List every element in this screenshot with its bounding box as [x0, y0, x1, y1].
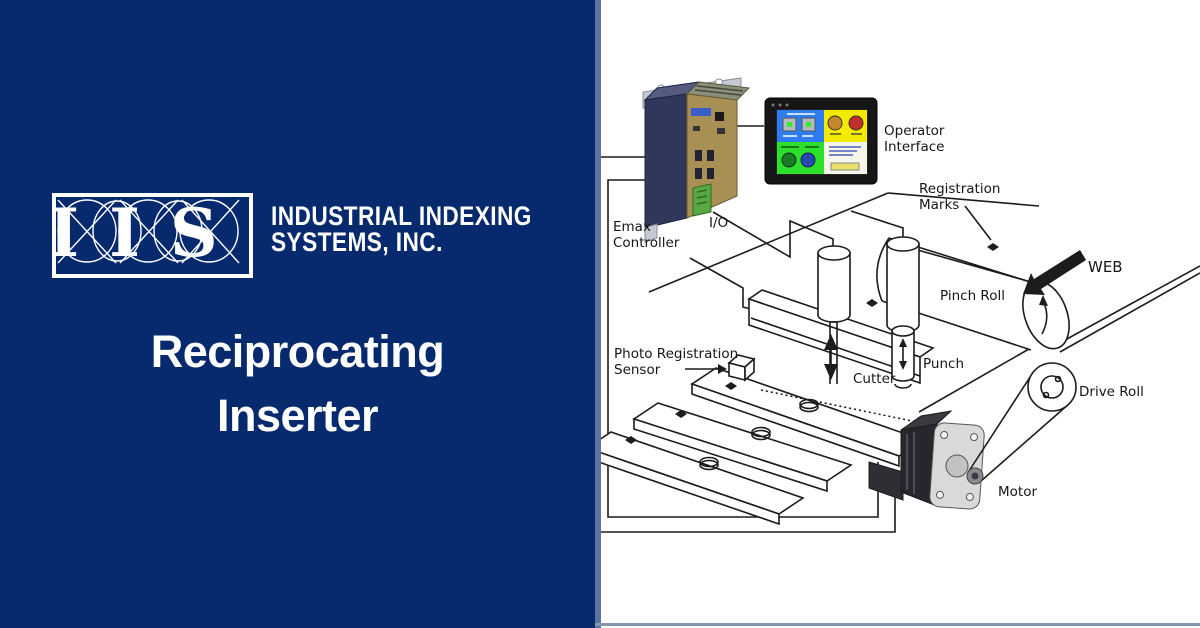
logo-monogram: IIS	[56, 197, 241, 266]
label-registration-marks-line2: Marks	[919, 197, 959, 213]
label-io: I/O	[709, 215, 728, 231]
registration-marks	[866, 205, 999, 307]
reciprocating-inserter-diagram: Emax Controller I/O Operator Interface R…	[601, 77, 1200, 533]
web-sheet	[648, 192, 1200, 413]
company-logo: IIS	[52, 193, 253, 278]
company-name: INDUSTRIAL INDEXING SYSTEMS, INC.	[271, 201, 532, 257]
motor-shape	[868, 410, 985, 510]
label-registration-marks-line1: Registration	[919, 181, 1000, 197]
punch-shape	[817, 236, 920, 389]
company-name-line2: SYSTEMS, INC.	[271, 227, 443, 257]
operator-interface-image	[764, 97, 878, 185]
page-title: Reciprocating Inserter	[0, 320, 595, 448]
label-drive-roll: Drive Roll	[1079, 384, 1144, 400]
label-operator-interface-line2: Interface	[884, 139, 944, 155]
label-web: WEB	[1088, 258, 1123, 276]
page-title-line1: Reciprocating	[150, 326, 445, 377]
label-photo-sensor-line1: Photo Registration	[614, 346, 738, 362]
label-motor: Motor	[998, 484, 1037, 500]
label-emax-controller-line1: Emax	[613, 219, 651, 235]
label-punch: Punch	[923, 356, 964, 372]
label-operator-interface-line1: Operator	[884, 123, 945, 139]
label-photo-sensor-line2: Sensor	[614, 362, 661, 378]
bottom-accent-line	[595, 623, 1200, 626]
drive-roll-shape	[966, 362, 1077, 485]
label-emax-controller-line2: Controller	[613, 235, 680, 251]
panel-divider	[595, 0, 601, 628]
label-cutter: Cutter	[853, 371, 896, 387]
diagram-panel: Emax Controller I/O Operator Interface R…	[601, 0, 1200, 628]
web-direction-arrow-icon	[1023, 250, 1086, 295]
photo-sensor-shape	[685, 354, 756, 382]
company-name-line1: INDUSTRIAL INDEXING	[271, 201, 532, 231]
page-title-line2: Inserter	[216, 390, 379, 441]
logo-monogram-art: IIS	[56, 197, 241, 266]
belt	[968, 370, 1071, 482]
label-pinch-roll: Pinch Roll	[940, 288, 1005, 304]
emax-controller-image	[642, 77, 751, 243]
web-strips	[601, 367, 925, 526]
brand-panel: IIS INDUSTRIAL INDEXING SYSTEMS, INC. Re…	[0, 0, 595, 628]
